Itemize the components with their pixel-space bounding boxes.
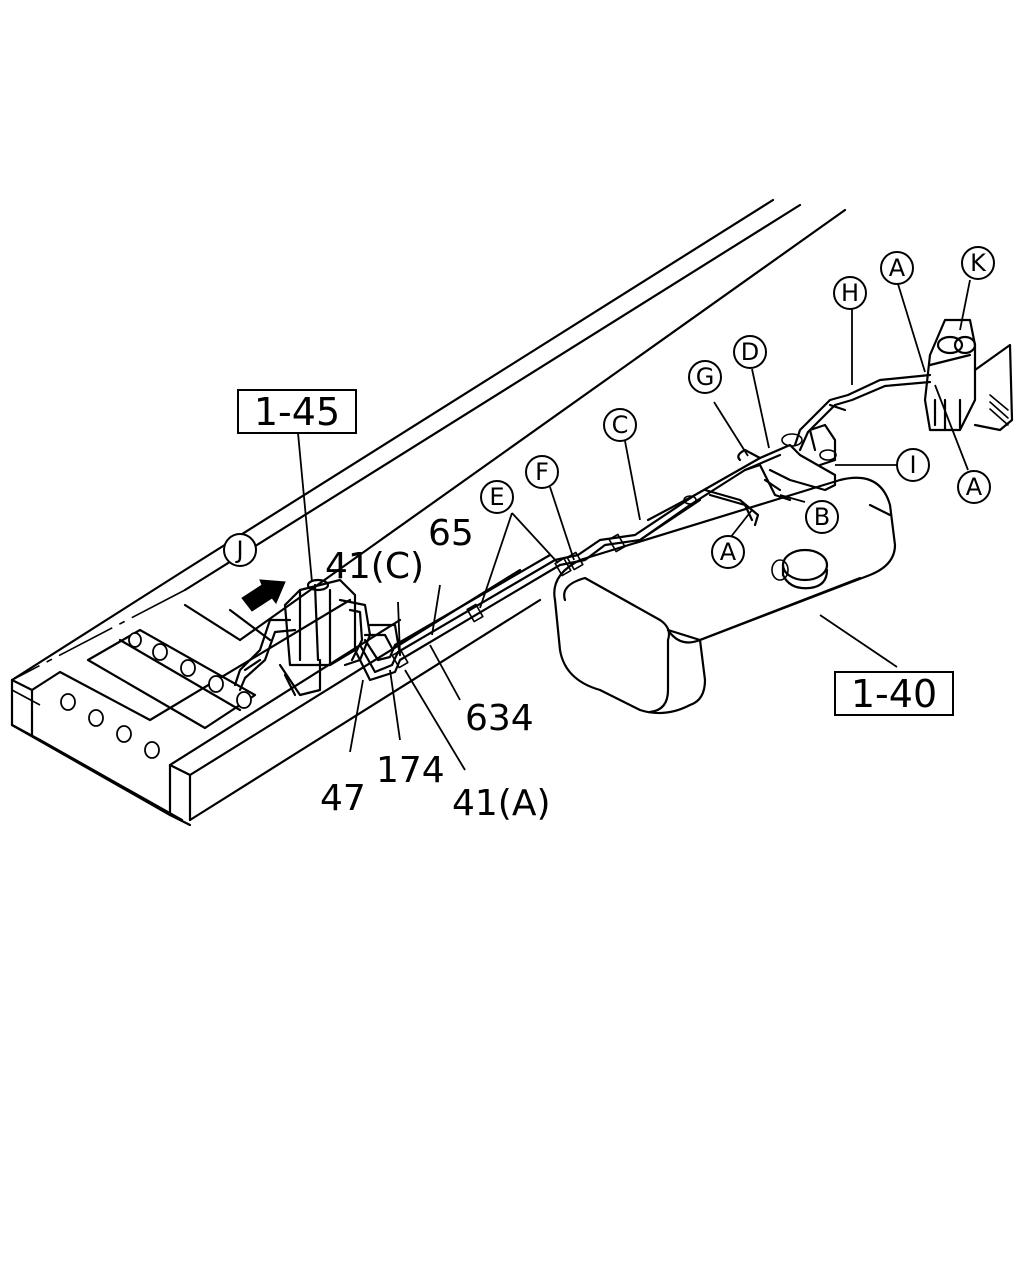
callout-i: I: [896, 448, 930, 482]
svg-text:A: A: [889, 254, 906, 282]
svg-text:I: I: [909, 451, 916, 479]
svg-text:D: D: [741, 338, 759, 366]
sedimenter-assembly: [923, 318, 1014, 432]
part-number-41a: 41(A): [452, 783, 551, 824]
callout-f: F: [525, 455, 559, 489]
svg-text:A: A: [966, 473, 983, 501]
callout-g: G: [688, 360, 722, 394]
ref-box-1-40: 1-40: [834, 671, 954, 716]
svg-text:E: E: [489, 483, 504, 511]
part-number-47: 47: [320, 778, 366, 819]
fuel-tank: [553, 476, 897, 715]
callout-d: D: [733, 335, 767, 369]
svg-text:A: A: [720, 538, 737, 566]
svg-text:F: F: [535, 458, 549, 486]
leader-lines: [297, 279, 971, 771]
ref-1-45-label: 1-45: [254, 390, 340, 434]
callout-k: K: [961, 246, 995, 280]
part-number-174: 174: [376, 750, 445, 791]
svg-text:H: H: [841, 279, 859, 307]
fuel-filter-assembly: [233, 578, 372, 697]
callout-c: C: [603, 408, 637, 442]
svg-text:G: G: [696, 363, 715, 391]
part-number-65: 65: [428, 513, 474, 554]
svg-text:B: B: [814, 503, 830, 531]
callout-e: E: [480, 480, 514, 514]
callout-h: H: [833, 276, 867, 310]
part-number-634: 634: [465, 698, 534, 739]
callout-b: B: [805, 500, 839, 534]
callout-a-right: A: [957, 470, 991, 504]
callout-j: J: [223, 533, 257, 567]
callout-a-mid: A: [711, 535, 745, 569]
svg-text:K: K: [970, 249, 987, 277]
part-number-41c: 41(C): [325, 546, 424, 587]
ref-1-40-label: 1-40: [851, 672, 937, 716]
svg-text:C: C: [612, 411, 629, 439]
callout-a-top: A: [880, 251, 914, 285]
ref-box-1-45: 1-45: [237, 389, 357, 434]
svg-text:J: J: [234, 536, 243, 564]
